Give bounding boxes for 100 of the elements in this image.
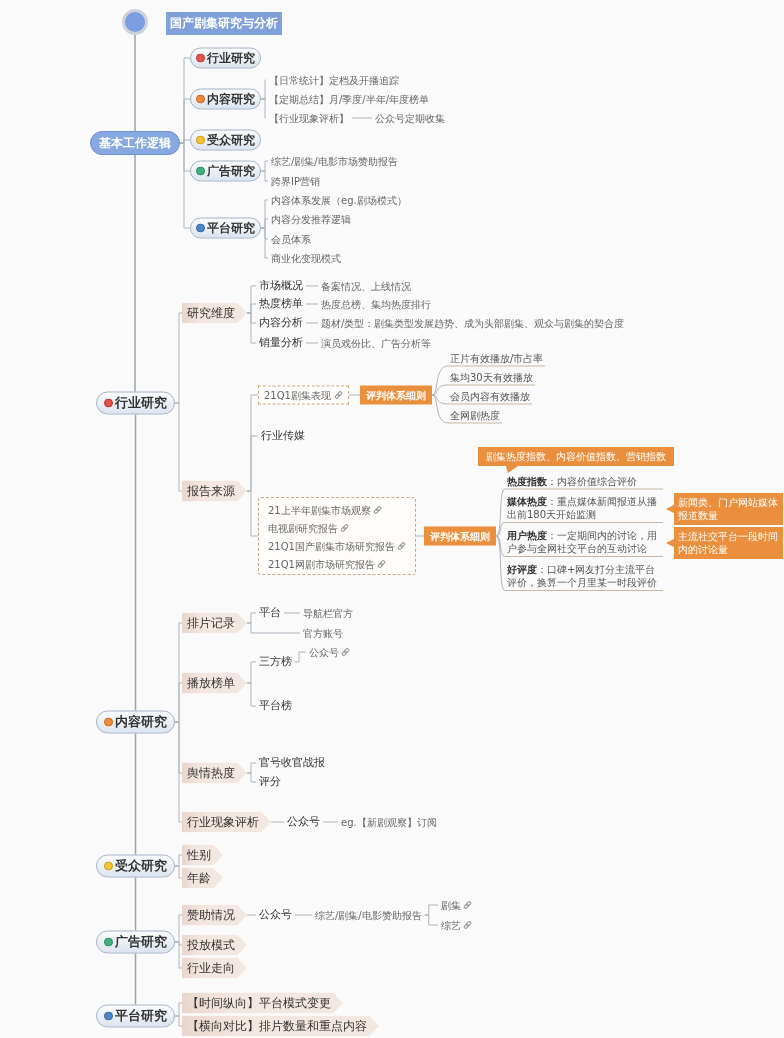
spine-line (134, 876, 137, 932)
underlined-item (505, 495, 663, 523)
topic-tag (182, 992, 343, 1014)
branch-text: 21上半年剧集市场观察 (268, 503, 371, 517)
topic-tag (182, 762, 247, 784)
subtopic-label: 市场概况 (259, 279, 303, 292)
branch-text: 备案情况、上线情况 (321, 279, 411, 293)
connector-line (174, 941, 183, 969)
topic-pill (96, 930, 175, 954)
subtopic-label: 销量分析 (259, 336, 303, 349)
tag-label: 行业走向 (187, 959, 235, 977)
spine-line (134, 952, 137, 1006)
topic-tag (182, 934, 247, 956)
branch-text: 21Q1网剧市场研究报告 (268, 557, 375, 571)
connector-line (294, 914, 313, 916)
topic-tag (182, 904, 247, 926)
connector-line (495, 488, 506, 537)
branch-text: 【定期总结】月/季度/半年/年度榜单 (269, 92, 430, 106)
connector-line (495, 535, 506, 591)
root-circle (122, 9, 148, 35)
item-text: 集均30天有效播放 (450, 371, 533, 383)
connector-line (305, 285, 319, 287)
callout-box (666, 527, 783, 559)
tag-label: 投放模式 (187, 936, 235, 954)
topic-tag (182, 1015, 379, 1037)
connector-line (260, 98, 267, 119)
topic-pill (96, 854, 175, 878)
connector-line (305, 303, 319, 305)
topic-tag (182, 612, 247, 634)
criteria-box (424, 526, 496, 546)
connector-line (246, 772, 257, 783)
topic-label: 内容研究 (115, 713, 167, 731)
connector-line (246, 622, 301, 634)
topic-tag (182, 811, 271, 833)
branch-text: 演员戏份比、广告分析等 (321, 336, 431, 350)
tag-label: 赞助情况 (187, 906, 235, 924)
spine-line (134, 413, 137, 712)
topic-label: 平台研究 (115, 1007, 167, 1025)
topic-label: 广告研究 (207, 163, 255, 179)
topic-pill (190, 160, 261, 182)
dashed-frame (258, 385, 349, 405)
callout-box (666, 493, 783, 525)
subtopic-label: 公众号 (259, 908, 292, 921)
tag-label: 性别 (187, 846, 211, 864)
branch-text: 【日常统计】定档及开播追踪 (269, 73, 399, 87)
subtopic-label: 行业传媒 (261, 429, 305, 442)
connector-line (495, 522, 506, 537)
branch-text: 21Q1国产剧集市场研究报告 (268, 539, 395, 553)
callout-box (478, 447, 674, 473)
connector-line (260, 170, 269, 182)
branch-text: 商业化变现模式 (271, 251, 341, 265)
topic-tag (182, 957, 247, 979)
connector-line (305, 342, 319, 344)
branch-text: 电视剧研究报告 (268, 521, 338, 535)
criteria-label: 评判体系细则 (430, 530, 490, 542)
topic-label: 平台研究 (207, 220, 255, 236)
connector-line (431, 365, 449, 396)
topic-pill (190, 47, 261, 69)
topic-label: 行业研究 (207, 50, 255, 66)
tag-label: 报告来源 (187, 482, 235, 500)
subtopic-label: 平台 (259, 606, 281, 619)
criteria-box (360, 385, 432, 405)
connector-line (415, 535, 425, 537)
topic-pill (96, 710, 175, 734)
topic-pill (190, 88, 261, 110)
underlined-item (505, 563, 663, 591)
branch-text: 内容分发推荐逻辑 (271, 212, 351, 226)
report-title: 21Q1剧集表现 (264, 388, 331, 402)
branch-text: 跨界IP营销 (271, 174, 320, 188)
callout-text: 新闻类、门户网站媒体报道数量 (678, 497, 778, 521)
tag-label: 年龄 (187, 869, 211, 887)
topic-pill (90, 131, 180, 155)
item-text: 会员内容有效播放 (450, 390, 530, 402)
connector-line (283, 612, 301, 614)
tag-label: 研究维度 (187, 304, 235, 322)
connector-line (305, 322, 319, 324)
branch-text: eg.【新剧观察】订阅 (341, 815, 437, 829)
connector-line (174, 865, 183, 879)
callout-text: 剧集热度指数、内容价值指数、营销指数 (486, 451, 666, 462)
subtopic-label: 热度榜单 (259, 297, 303, 310)
connector-line (294, 651, 307, 663)
branch-text: 热度总榜、集均热度排行 (321, 297, 431, 311)
connector-line (322, 821, 339, 823)
topic-label: 基本工作逻辑 (99, 134, 171, 152)
subtopic-label: 评分 (259, 775, 281, 788)
connector-line (424, 914, 439, 926)
connector-line (270, 821, 285, 823)
item-text: 媒体热度：重点媒体新闻报道从播出前180天开始监测 (507, 496, 657, 520)
connector-line (351, 117, 373, 119)
topic-pill (96, 391, 175, 415)
item-text: 热度指数：内容价值综合评价 (507, 475, 637, 487)
subtopic-label: 官号收官战报 (259, 756, 325, 769)
topic-pill (190, 129, 261, 151)
callout-text: 主流社交平台一段时间内的讨论量 (678, 531, 778, 555)
topic-tag (182, 867, 223, 889)
topic-tag (182, 672, 247, 694)
branch-text: 综艺/剧集/电影赞助报告 (315, 908, 422, 922)
underlined-item (505, 529, 663, 557)
tag-label: 行业现象评析 (187, 813, 259, 831)
connector-line (246, 490, 259, 537)
